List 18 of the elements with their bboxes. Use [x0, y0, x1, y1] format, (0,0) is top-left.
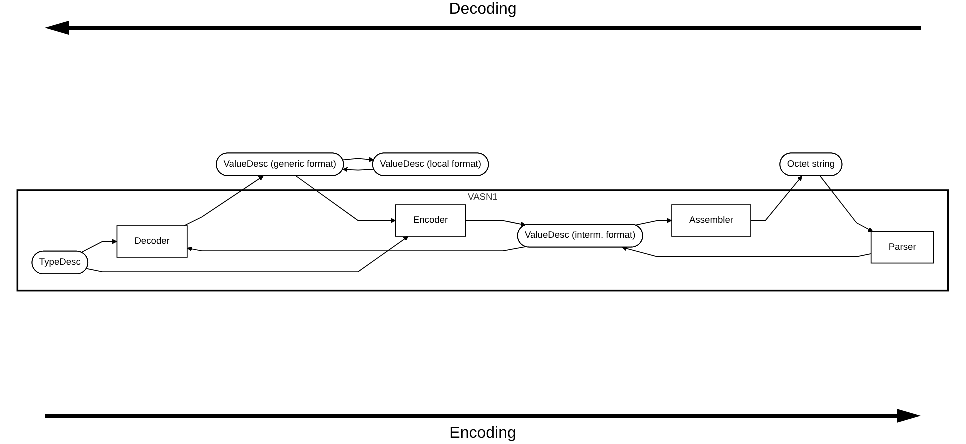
node-box: Decoder: [116, 226, 188, 258]
node-box: Assembler: [672, 204, 752, 237]
arrow: [86, 236, 409, 272]
arrow: [184, 176, 264, 226]
arrow: [342, 157, 374, 162]
arrow: [187, 246, 526, 252]
arrow: [465, 220, 526, 227]
node-box: Parser: [870, 231, 934, 264]
arrow: [635, 218, 672, 226]
arrow: [81, 239, 118, 254]
direction-label: Decoding: [449, 0, 517, 20]
node-box: Encoder: [395, 204, 466, 237]
arrow: [622, 246, 872, 258]
arrow: [820, 176, 874, 232]
arrow: [750, 176, 802, 222]
direction-label: Encoding: [450, 424, 516, 444]
arrow: [342, 167, 375, 172]
arrow: [296, 176, 396, 224]
